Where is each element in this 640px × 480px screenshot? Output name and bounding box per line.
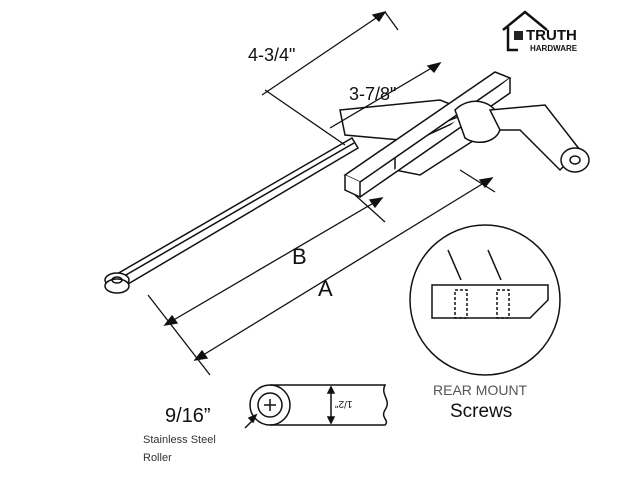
dimension-b: B	[292, 244, 307, 269]
rear-mount-detail	[409, 224, 561, 376]
roller-caption-line1: Stainless Steel	[143, 434, 216, 446]
dimension-3-7-8: 3-7/8"	[349, 84, 397, 104]
roller-size: 9/16”	[165, 405, 211, 427]
operator-arm	[104, 136, 360, 294]
truth-hardware-logo: TRUTH HARDWARE	[502, 10, 578, 53]
rear-mount-label: REAR MOUNT	[433, 382, 528, 398]
svg-text:TRUTH: TRUTH	[526, 27, 577, 44]
svg-text:HARDWARE: HARDWARE	[530, 44, 578, 53]
dimension-lines	[147, 10, 496, 376]
dimension-a: A	[318, 276, 333, 301]
roller-caption-line2: Roller	[143, 452, 172, 464]
roller-detail	[244, 384, 388, 429]
dimension-4-3-4: 4-3/4"	[248, 45, 296, 65]
screws-label: Screws	[450, 401, 513, 422]
roller-height-label: 1/2"	[335, 398, 353, 409]
operator-body	[339, 71, 590, 199]
